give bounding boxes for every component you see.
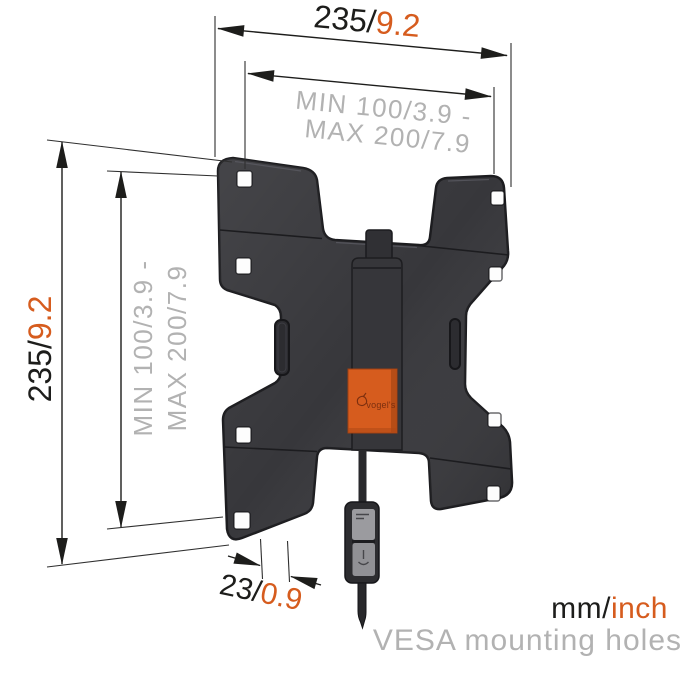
dim-vesa-v-ext-bottom <box>106 516 224 530</box>
buckle-window-upper <box>352 509 375 540</box>
strap-upper <box>358 450 367 504</box>
dim-vesa-v-ext-top <box>106 170 219 177</box>
seam-bottom-right <box>429 457 512 470</box>
dim-width-label: 235/9.2 <box>312 0 422 44</box>
top-edge-highlight <box>234 160 302 172</box>
vogels-logo-text: vogel's <box>366 400 395 410</box>
dim-depth-ext-left <box>259 538 264 580</box>
dim-height-mm: 235/ <box>22 340 58 402</box>
dim-depth: 23/0.9 <box>217 538 322 617</box>
legend-caption: VESA mounting holes <box>373 624 682 657</box>
right-slot <box>449 318 461 370</box>
legend: mm/inch VESA mounting holes <box>373 592 682 657</box>
dim-depth-inch: 0.9 <box>258 577 305 618</box>
buckle-window-lower <box>352 543 375 576</box>
vesa-hole-bottom-left-outer <box>233 511 251 530</box>
dim-width: 235/9.2 <box>214 0 512 187</box>
dim-width-inch: 9.2 <box>374 4 422 44</box>
buckle-press-icon <box>358 550 369 566</box>
dim-depth-ext-right <box>286 540 291 583</box>
dim-vesa-horizontal: MIN 100/3.9 - MAX 200/7.9 <box>244 61 495 174</box>
dim-depth-arrow-right <box>290 575 322 590</box>
seam-bottom-left <box>223 446 318 453</box>
vesa-hole-bottom-right-outer <box>486 485 501 502</box>
dim-height-ext-top <box>46 139 233 163</box>
dim-width-line <box>217 25 508 59</box>
logo-tab-side-shade <box>391 369 397 433</box>
dim-depth-arrow-left <box>227 552 261 567</box>
vogels-bird-icon <box>356 392 368 407</box>
vesa-hole-top-right-outer <box>490 190 505 206</box>
dim-height-label: 235/9.2 <box>22 296 58 403</box>
vesa-hole-top-right-inner <box>488 266 503 282</box>
dim-vesa-v-label-line2: MAX 200/7.9 <box>162 265 192 432</box>
top-right-edge-highlight <box>447 178 490 182</box>
vesa-hole-bottom-left-inner <box>235 426 252 444</box>
dim-vesa-h-line <box>247 70 492 100</box>
vesa-hole-top-left-inner <box>235 257 252 275</box>
seam-top-right <box>402 243 510 256</box>
vesa-hole-top-left-outer <box>236 170 253 188</box>
vogels-logo: vogel's <box>356 392 396 410</box>
buckle-label-icon <box>356 513 369 520</box>
release-strap <box>344 450 380 630</box>
left-slot <box>274 319 290 376</box>
dim-depth-mm: 23/ <box>217 568 265 609</box>
seam-top-left <box>219 229 323 240</box>
dim-vesa-v-label-line1: MIN 100/3.9 - <box>128 259 158 436</box>
dim-vesa-vertical: MIN 100/3.9 - MAX 200/7.9 <box>106 170 224 530</box>
left-slot-inner <box>277 322 287 373</box>
top-hook <box>365 229 393 261</box>
dim-width-mm: 235/ <box>312 0 378 40</box>
logo-tab-bottom-shade <box>348 428 397 433</box>
dim-depth-label: 23/0.9 <box>217 568 305 617</box>
legend-units-mm: mm/ <box>551 592 611 625</box>
legend-units: mm/inch <box>551 592 668 625</box>
legend-units-inch: inch <box>611 592 668 625</box>
logo-tab: vogel's <box>347 368 398 434</box>
vesa-hole-bottom-right-inner <box>487 412 502 428</box>
dim-height-ext-bottom <box>46 544 230 568</box>
buckle-divider <box>352 540 375 543</box>
dim-height: 235/9.2 <box>22 139 233 568</box>
bracket: vogel's <box>216 156 514 630</box>
dim-height-inch: 9.2 <box>22 296 58 340</box>
strap-lower-tip <box>357 582 367 630</box>
